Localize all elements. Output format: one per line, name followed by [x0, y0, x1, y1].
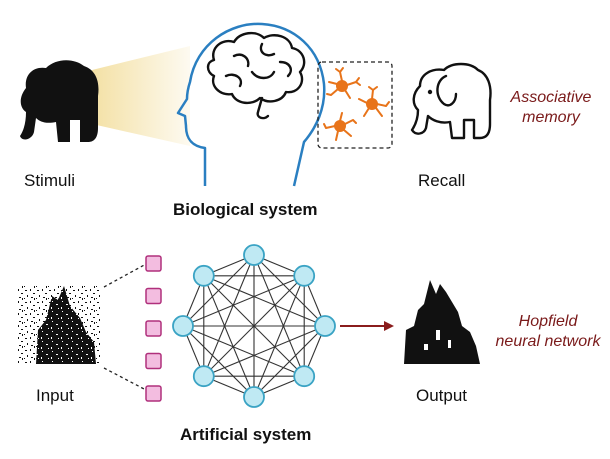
- associative-memory-label: Associative memory: [496, 88, 606, 128]
- connector-line: [103, 367, 147, 391]
- brain-icon: [206, 31, 306, 120]
- hopfield-network-line2: neural network: [495, 333, 601, 350]
- associative-memory-line1: Associative: [510, 89, 592, 106]
- input-units: [145, 255, 162, 402]
- stimuli-label: Stimuli: [24, 171, 76, 190]
- input-unit: [145, 320, 162, 337]
- neuron-cluster-frame: [317, 61, 393, 149]
- network-edge: [182, 275, 305, 327]
- recall-label: Recall: [418, 171, 466, 190]
- network-edge: [203, 275, 326, 327]
- network-edge: [203, 275, 255, 398]
- network-edge: [182, 325, 255, 398]
- network-node: [172, 315, 194, 337]
- network-edge: [203, 275, 305, 377]
- input-unit: [145, 385, 162, 402]
- network-edge: [203, 325, 326, 377]
- network-nodes: [172, 244, 336, 408]
- input-unit: [145, 287, 162, 305]
- input-unit: [145, 352, 162, 370]
- output-arrow: [340, 321, 394, 331]
- network-edge: [182, 325, 305, 377]
- elephant-outline-icon: [410, 62, 492, 140]
- hopfield-network-line1: Hopfield: [518, 313, 578, 330]
- network-edge: [253, 254, 305, 377]
- neuron-cluster-icon: [323, 67, 390, 141]
- network-node: [243, 244, 265, 266]
- network-node: [293, 365, 316, 388]
- network-node: [314, 315, 336, 337]
- artificial-system-title: Artificial system: [180, 425, 312, 444]
- network-edge: [253, 275, 305, 398]
- noisy-input-image: [18, 286, 100, 364]
- light-beam: [92, 46, 190, 146]
- network-edge: [203, 254, 255, 377]
- input-unit: [145, 255, 162, 272]
- recovered-output-image: [404, 280, 480, 364]
- network-node: [293, 264, 316, 287]
- human-head-icon: [176, 22, 326, 187]
- elephant-silhouette-icon: [20, 60, 99, 142]
- connector-line: [103, 263, 147, 288]
- input-label: Input: [36, 386, 74, 405]
- network-node: [243, 386, 265, 408]
- network-node: [192, 264, 215, 287]
- hopfield-network-label: Hopfield neural network: [488, 312, 608, 352]
- network-node: [192, 365, 215, 388]
- associative-memory-line2: memory: [522, 109, 580, 126]
- output-label: Output: [416, 386, 468, 405]
- biological-system-title: Biological system: [173, 200, 318, 219]
